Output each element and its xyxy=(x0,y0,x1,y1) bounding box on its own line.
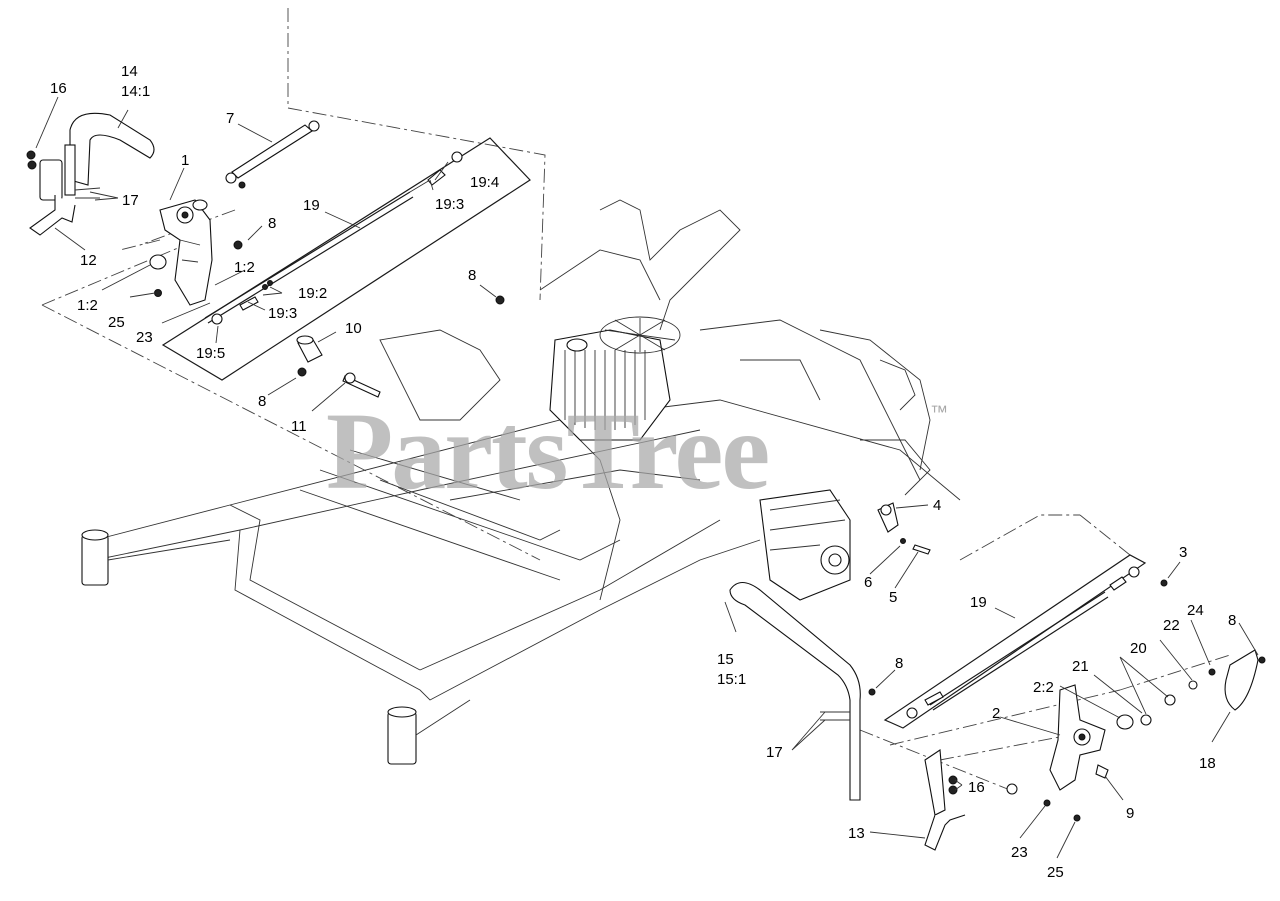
callout-9: 9 xyxy=(1126,805,1134,822)
callout-12: 12 xyxy=(80,252,97,269)
callout-23-b: 23 xyxy=(1011,844,1028,861)
callout-25-a: 25 xyxy=(108,314,125,331)
callout-14-1: 14:1 xyxy=(121,83,150,100)
right-control-lever xyxy=(729,581,861,801)
callout-8-e: 8 xyxy=(1228,612,1236,629)
callout-16-b: 16 xyxy=(968,779,985,796)
upper-linkage-rod xyxy=(204,151,463,325)
callout-8-b: 8 xyxy=(258,393,266,410)
construction-lines xyxy=(41,8,1231,791)
left-pivot-bracket xyxy=(149,199,213,306)
callout-7: 7 xyxy=(226,110,234,127)
callout-10: 10 xyxy=(345,320,362,337)
callout-17-a: 17 xyxy=(122,192,139,209)
callout-1-2-b: 1:2 xyxy=(77,297,98,314)
callout-25-b: 25 xyxy=(1047,864,1064,881)
detail-box-upper xyxy=(161,137,531,381)
callout-20: 20 xyxy=(1130,640,1147,657)
callout-4: 4 xyxy=(933,497,941,514)
callout-8-c: 8 xyxy=(468,267,476,284)
callout-labels: 16 14 14:1 7 1 17 19 19:4 19:3 8 12 1:2 … xyxy=(50,63,1236,881)
callout-2: 2 xyxy=(992,705,1000,722)
lower-linkage-rod xyxy=(906,566,1168,719)
hydro-arm xyxy=(877,502,931,555)
callout-8-a: 8 xyxy=(268,215,276,232)
callout-6: 6 xyxy=(864,574,872,591)
callout-15: 15 xyxy=(717,651,734,668)
callout-5: 5 xyxy=(889,589,897,606)
callout-22: 22 xyxy=(1163,617,1180,634)
right-pivot-bracket xyxy=(1006,668,1216,822)
watermark-text: PartsTree xyxy=(326,390,768,512)
callout-19-3-a: 19:3 xyxy=(435,196,464,213)
guard-clip xyxy=(868,649,1266,711)
callout-19-b: 19 xyxy=(970,594,987,611)
callout-18: 18 xyxy=(1199,755,1216,772)
callout-15-1: 15:1 xyxy=(717,671,746,688)
callout-19-3-b: 19:3 xyxy=(268,305,297,322)
callout-17-b: 17 xyxy=(766,744,783,761)
callout-19-2: 19:2 xyxy=(298,285,327,302)
left-control-lever xyxy=(26,112,155,236)
detail-box-lower xyxy=(883,554,1147,729)
callout-16-a: 16 xyxy=(50,80,67,97)
gas-spring xyxy=(225,120,320,189)
callout-3: 3 xyxy=(1179,544,1187,561)
mower-frame xyxy=(81,199,961,765)
watermark-trademark: ™ xyxy=(930,402,948,422)
leader-lines xyxy=(35,96,1259,859)
callout-13: 13 xyxy=(848,825,865,842)
callout-19-4: 19:4 xyxy=(470,174,499,191)
callout-19-5: 19:5 xyxy=(196,345,225,362)
right-lower-lever xyxy=(924,749,966,851)
damper-and-bolts xyxy=(233,240,505,398)
callout-1: 1 xyxy=(181,152,189,169)
callout-24: 24 xyxy=(1187,602,1204,619)
callout-14: 14 xyxy=(121,63,138,80)
callout-19-a: 19 xyxy=(303,197,320,214)
callout-11: 11 xyxy=(291,418,307,435)
callout-8-d: 8 xyxy=(895,655,903,672)
callout-21: 21 xyxy=(1072,658,1089,675)
watermark: PartsTree ™ xyxy=(326,390,948,512)
callout-2-2: 2:2 xyxy=(1033,679,1054,696)
callout-1-2-a: 1:2 xyxy=(234,259,255,276)
callout-23-a: 23 xyxy=(136,329,153,346)
